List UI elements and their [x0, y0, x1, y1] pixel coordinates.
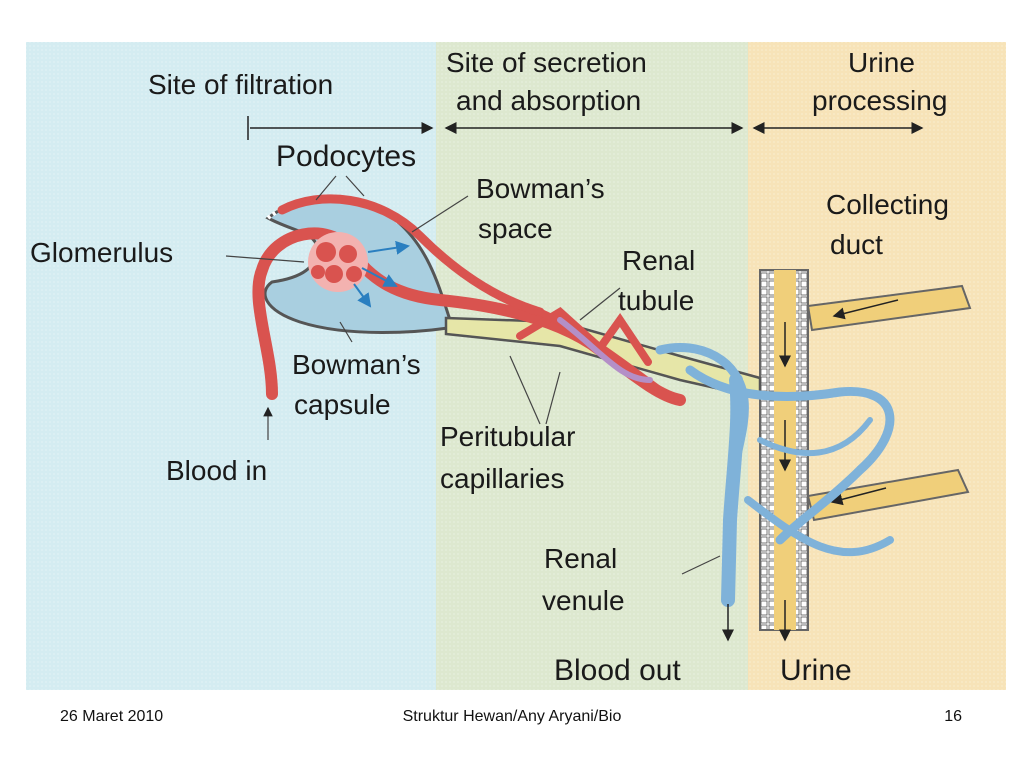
nephron-diagram: Site of filtration Site of secretion and… [26, 42, 1006, 690]
label-collecting-duct-2: duct [830, 229, 883, 260]
zone-extent-arrows [247, 116, 924, 140]
leader-lines [225, 175, 721, 575]
label-bowmans-space-1: Bowman’s [476, 173, 605, 204]
label-blood-in: Blood in [166, 455, 267, 486]
label-blood-out: Blood out [554, 654, 681, 687]
label-podocytes: Podocytes [276, 140, 416, 173]
label-renal-tubule-1: Renal [622, 245, 695, 276]
page-number: 16 [944, 708, 962, 725]
renal-venule [721, 373, 745, 607]
zone-secretion-title-1: Site of secretion [446, 47, 647, 78]
zone-urine-title-1: Urine [848, 47, 915, 78]
label-renal-tubule-2: tubule [618, 285, 694, 316]
footer-title: Struktur Hewan/Any Aryani/Bio [402, 708, 622, 725]
footer-date: 26 Maret 2010 [60, 708, 164, 725]
filtrate-flow-arrows [353, 240, 410, 308]
label-peritubular-1: Peritubular [440, 421, 575, 452]
label-renal-venule-2: venule [542, 585, 625, 616]
label-peritubular-2: capillaries [440, 463, 565, 494]
label-glomerulus: Glomerulus [30, 237, 173, 268]
glomerulus [308, 232, 368, 292]
label-bowmans-capsule-2: capsule [294, 389, 391, 420]
label-bowmans-capsule-1: Bowman’s [292, 349, 421, 380]
label-urine: Urine [780, 654, 852, 687]
label-bowmans-space-2: space [478, 213, 553, 244]
label-collecting-duct-1: Collecting [826, 189, 949, 220]
zone-urine-title-2: processing [812, 85, 947, 116]
zone-secretion-title-2: and absorption [456, 85, 641, 116]
zone-filtration-title: Site of filtration [148, 69, 333, 100]
label-renal-venule-1: Renal [544, 543, 617, 574]
